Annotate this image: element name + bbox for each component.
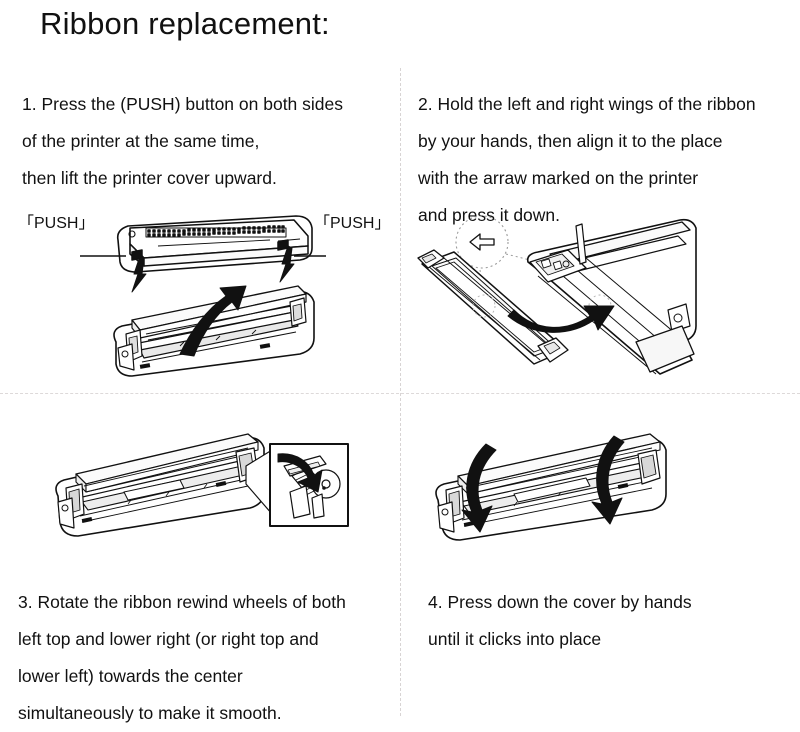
step-1-line-2: of the printer at the same time,	[22, 131, 260, 151]
step-4-line-1: 4. Press down the cover by hands	[428, 592, 692, 612]
step-4-line-2: until it clicks into place	[428, 629, 602, 649]
push-label-left: 「PUSH」	[18, 215, 95, 232]
push-label-right: 「PUSH」	[314, 215, 391, 232]
close-cover-diagram	[410, 418, 790, 568]
step-3-line-4: simultaneously to make it smooth.	[18, 703, 282, 723]
vertical-divider	[400, 68, 401, 716]
step-2-line-2: by your hands, then align it to the plac…	[418, 131, 723, 151]
step-panel-3: 3. Rotate the ribbon rewind wheels of bo…	[0, 400, 400, 728]
step-2-line-3: with the arraw marked on the printer	[418, 168, 699, 188]
ribbon-insert-diagram	[410, 214, 798, 384]
step-1-line-3: then lift the printer cover upward.	[22, 168, 277, 188]
step-2-line-1: 2. Hold the left and right wings of the …	[418, 94, 756, 114]
step-3-text: 3. Rotate the ribbon rewind wheels of bo…	[18, 584, 346, 732]
step-panel-2: 2. Hold the left and right wings of the …	[400, 86, 800, 393]
horizontal-divider	[0, 393, 800, 394]
ribbon-rewind-wheel-diagram	[20, 418, 390, 568]
step-1-text: 1. Press the (PUSH) button on both sides…	[22, 86, 343, 197]
step-3-line-3: lower left) towards the center	[18, 666, 243, 686]
step-3-line-2: left top and lower right (or right top a…	[18, 629, 319, 649]
step-panel-1: 1. Press the (PUSH) button on both sides…	[0, 86, 400, 393]
printer-cover-open-diagram	[8, 214, 400, 384]
step-2-text: 2. Hold the left and right wings of the …	[418, 86, 756, 234]
step-3-line-1: 3. Rotate the ribbon rewind wheels of bo…	[18, 592, 346, 612]
step-4-text: 4. Press down the cover by hands until i…	[428, 584, 692, 658]
page-title: Ribbon replacement:	[40, 6, 330, 41]
step-panel-4: 4. Press down the cover by hands until i…	[400, 400, 800, 728]
step-2-line-4: and press it down.	[418, 205, 561, 225]
step-1-line-1: 1. Press the (PUSH) button on both sides	[22, 94, 343, 114]
